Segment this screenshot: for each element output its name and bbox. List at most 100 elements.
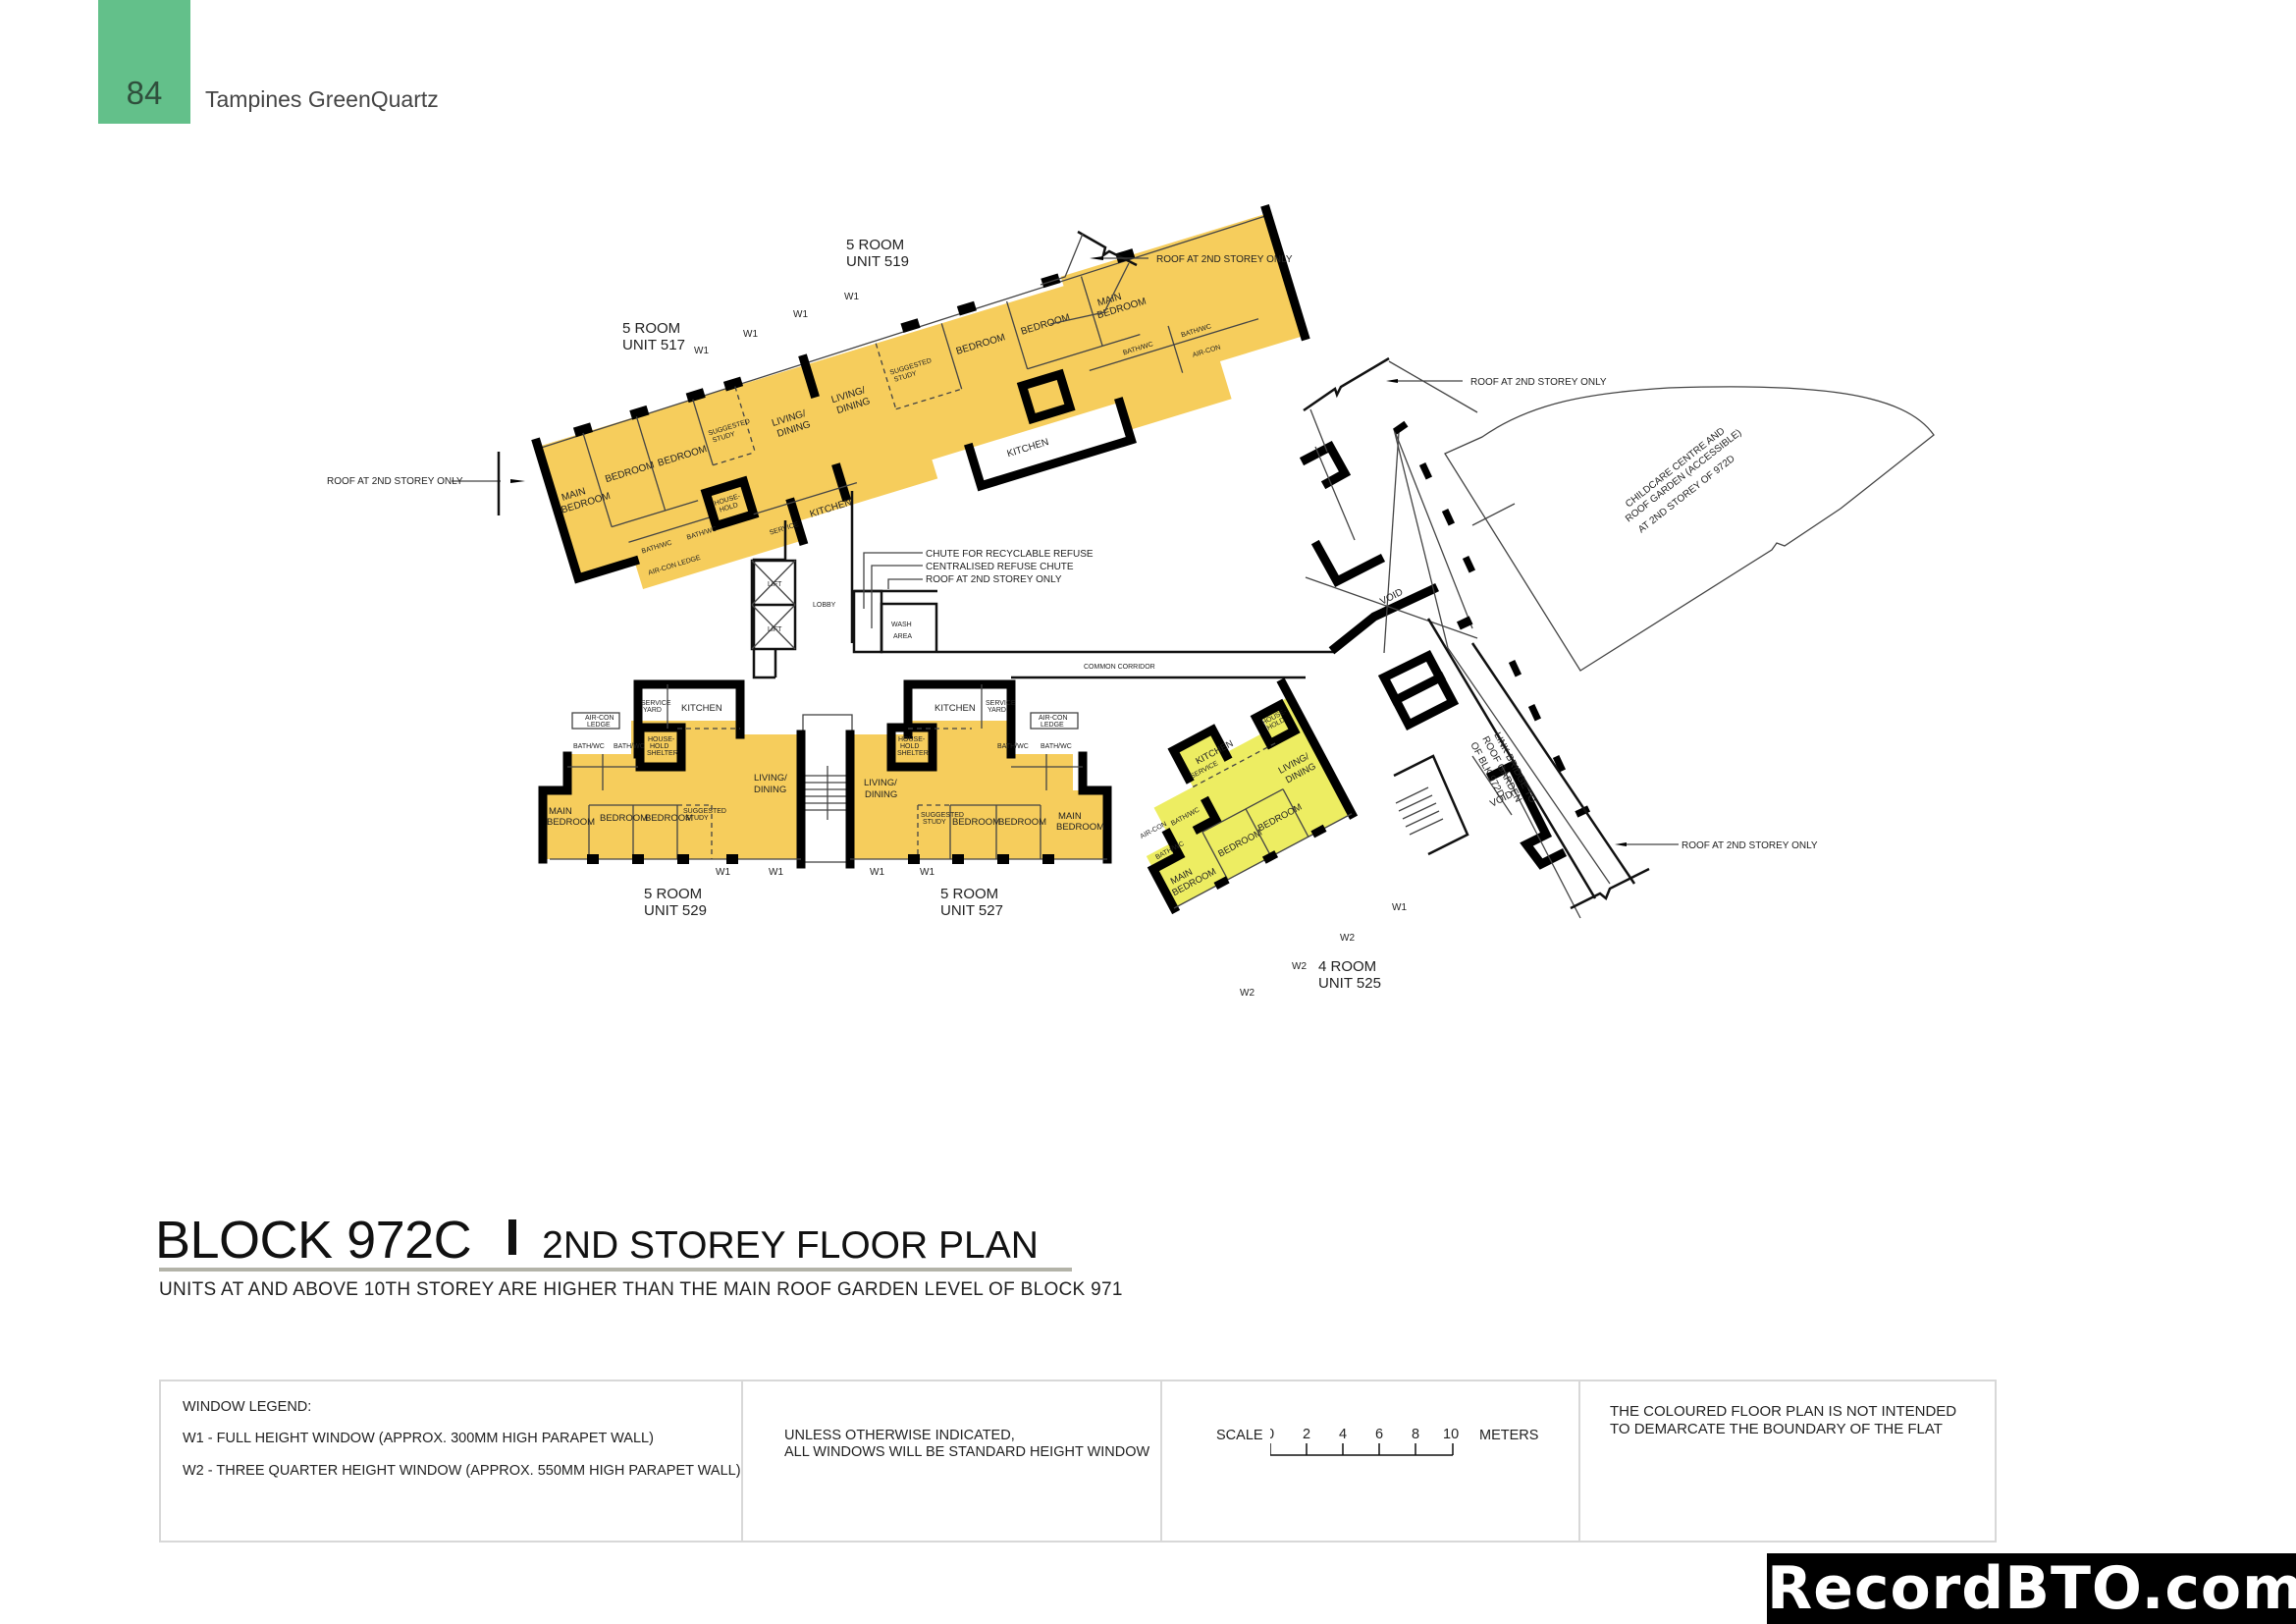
svg-text:BATH/WC: BATH/WC — [997, 743, 1029, 750]
svg-text:10: 10 — [1443, 1427, 1459, 1442]
svg-text:HOLD: HOLD — [650, 743, 668, 750]
svg-text:LEDGE: LEDGE — [587, 722, 611, 729]
recordbto-watermark: RecordBTO.com — [1767, 1553, 2296, 1624]
svg-text:W1: W1 — [716, 867, 730, 878]
roof-label-left: ROOF AT 2ND STOREY ONLY — [327, 476, 463, 487]
svg-text:SUGGESTED: SUGGESTED — [921, 812, 964, 819]
roof-label-top-right: ROOF AT 2ND STOREY ONLY — [1156, 254, 1293, 265]
unit-525-label: UNIT 525 — [1318, 975, 1381, 992]
svg-text:W1: W1 — [1392, 902, 1407, 913]
title-underline — [159, 1268, 1072, 1272]
childcare-label-2: ROOF GARDEN (ACCESSIBLE) — [1624, 427, 1743, 524]
svg-text:KITCHEN: KITCHEN — [1006, 437, 1050, 460]
svg-text:W2: W2 — [1340, 933, 1355, 944]
plan-title: 2ND STOREY FLOOR PLAN — [542, 1224, 1039, 1267]
svg-text:W1: W1 — [793, 309, 808, 320]
svg-text:DINING: DINING — [865, 789, 897, 800]
svg-text:LIVING/: LIVING/ — [754, 773, 787, 784]
svg-text:8: 8 — [1412, 1427, 1419, 1442]
svg-text:MAIN: MAIN — [549, 806, 572, 817]
unit-517-type: 5 ROOM — [622, 320, 680, 337]
window-label: W1 — [694, 346, 709, 356]
svg-text:W2: W2 — [1292, 961, 1307, 972]
svg-text:STUDY: STUDY — [923, 819, 946, 826]
scale-bar: 0 2 4 6 8 10 — [1270, 1427, 1459, 1456]
svg-text:BATH/WC: BATH/WC — [573, 743, 605, 750]
project-name: Tampines GreenQuartz — [205, 86, 439, 112]
svg-text:DINING: DINING — [754, 785, 786, 795]
scale-units: METERS — [1479, 1428, 1539, 1443]
scale-cell: SCALE 0 2 4 6 8 10 METERS — [1162, 1381, 1580, 1541]
roof-label-upper-right: ROOF AT 2ND STOREY ONLY — [1470, 377, 1607, 388]
svg-text:HOUSE-: HOUSE- — [648, 736, 675, 743]
svg-text:SHELTER: SHELTER — [897, 750, 929, 757]
unit-529-label: UNIT 529 — [644, 902, 707, 919]
boundary-note-cell: THE COLOURED FLOOR PLAN IS NOT INTENDED … — [1580, 1381, 1995, 1541]
wash-area-label: WASH — [891, 622, 912, 628]
svg-text:4: 4 — [1339, 1427, 1347, 1442]
unit-527-plan: LIVING/ DINING SUGGESTED STUDY BEDROOM B… — [845, 679, 1112, 919]
svg-text:AIR-CON: AIR-CON — [1140, 821, 1168, 840]
svg-text:W1: W1 — [769, 867, 783, 878]
svg-text:W1: W1 — [920, 867, 934, 878]
svg-text:BEDROOM: BEDROOM — [600, 813, 648, 824]
roof-label-core: ROOF AT 2ND STOREY ONLY — [926, 574, 1062, 585]
svg-text:AIR-CON: AIR-CON — [585, 715, 614, 722]
unit-529-type: 5 ROOM — [644, 886, 702, 902]
boundary-note-line-2: TO DEMARCATE THE BOUNDARY OF THE FLAT — [1610, 1421, 1943, 1437]
svg-text:SERVICE: SERVICE — [641, 700, 671, 707]
boundary-note-line-1: THE COLOURED FLOOR PLAN IS NOT INTENDED — [1610, 1403, 1957, 1420]
window-note-line-2: ALL WINDOWS WILL BE STANDARD HEIGHT WIND… — [784, 1444, 1150, 1460]
svg-text:W1: W1 — [743, 329, 758, 340]
svg-text:LIVING/: LIVING/ — [864, 778, 897, 788]
lift-label: LIFT — [768, 581, 782, 588]
svg-text:KITCHEN: KITCHEN — [934, 703, 976, 714]
svg-text:LIFT: LIFT — [768, 626, 782, 633]
svg-text:SERVICE: SERVICE — [986, 700, 1016, 707]
centralised-chute-label: CENTRALISED REFUSE CHUTE — [926, 562, 1074, 572]
svg-text:BEDROOM: BEDROOM — [998, 817, 1046, 828]
lobby-label: LOBBY — [813, 602, 836, 609]
unit-525-plan: MAIN BEDROOM BEDROOM BEDROOM LIVING/ DIN… — [1140, 677, 1359, 915]
svg-text:BEDROOM: BEDROOM — [952, 817, 1000, 828]
page-number-tab — [98, 0, 190, 124]
svg-text:0: 0 — [1270, 1427, 1274, 1442]
window-legend-w2: W2 - THREE QUARTER HEIGHT WINDOW (APPROX… — [183, 1463, 741, 1479]
svg-text:6: 6 — [1375, 1427, 1383, 1442]
window-note-line-1: UNLESS OTHERWISE INDICATED, — [784, 1428, 1015, 1443]
svg-text:YARD: YARD — [988, 707, 1006, 714]
window-legend-title: WINDOW LEGEND: — [183, 1399, 312, 1415]
roof-annotations: ROOF AT 2ND STOREY ONLY ROOF AT 2ND STOR… — [327, 230, 1607, 515]
window-legend-cell: WINDOW LEGEND: W1 - FULL HEIGHT WINDOW (… — [161, 1381, 743, 1541]
svg-text:AREA: AREA — [893, 633, 912, 640]
svg-text:2: 2 — [1303, 1427, 1310, 1442]
svg-text:MAIN: MAIN — [1058, 811, 1082, 822]
unit-525-type: 4 ROOM — [1318, 958, 1376, 975]
svg-text:AIR-CON: AIR-CON — [1039, 715, 1068, 722]
plan-subtitle: UNITS AT AND ABOVE 10TH STOREY ARE HIGHE… — [159, 1279, 1123, 1300]
svg-text:SUGGESTED: SUGGESTED — [683, 808, 726, 815]
window-note-cell: UNLESS OTHERWISE INDICATED, ALL WINDOWS … — [743, 1381, 1162, 1541]
common-corridor-label: COMMON CORRIDOR — [1084, 664, 1155, 671]
window-legend-w1: W1 - FULL HEIGHT WINDOW (APPROX. 300MM H… — [183, 1431, 654, 1446]
svg-text:HOLD: HOLD — [900, 743, 919, 750]
svg-text:W1: W1 — [870, 867, 884, 878]
unit-527-type: 5 ROOM — [940, 886, 998, 902]
svg-text:BEDROOM: BEDROOM — [645, 813, 693, 824]
roof-label-lower-right: ROOF AT 2ND STOREY ONLY — [1682, 840, 1818, 851]
svg-text:KITCHEN: KITCHEN — [681, 703, 722, 714]
svg-text:W2: W2 — [1240, 988, 1255, 999]
legend-table: WINDOW LEGEND: W1 - FULL HEIGHT WINDOW (… — [159, 1380, 1997, 1543]
unit-529-plan: MAIN BEDROOM BEDROOM BEDROOM SUGGESTED S… — [538, 679, 806, 919]
title-separator — [508, 1219, 517, 1255]
svg-text:LEDGE: LEDGE — [1041, 722, 1064, 729]
link-bridge-area: VOID VOID LINK BRIDGE TO ROOF GARDEN OF … — [1299, 386, 1935, 919]
svg-text:STUDY: STUDY — [685, 815, 709, 822]
svg-text:BEDROOM: BEDROOM — [547, 817, 595, 828]
svg-text:HOUSE-: HOUSE- — [898, 736, 926, 743]
unit-519-type: 5 ROOM — [846, 237, 904, 253]
page-number: 84 — [126, 75, 163, 111]
